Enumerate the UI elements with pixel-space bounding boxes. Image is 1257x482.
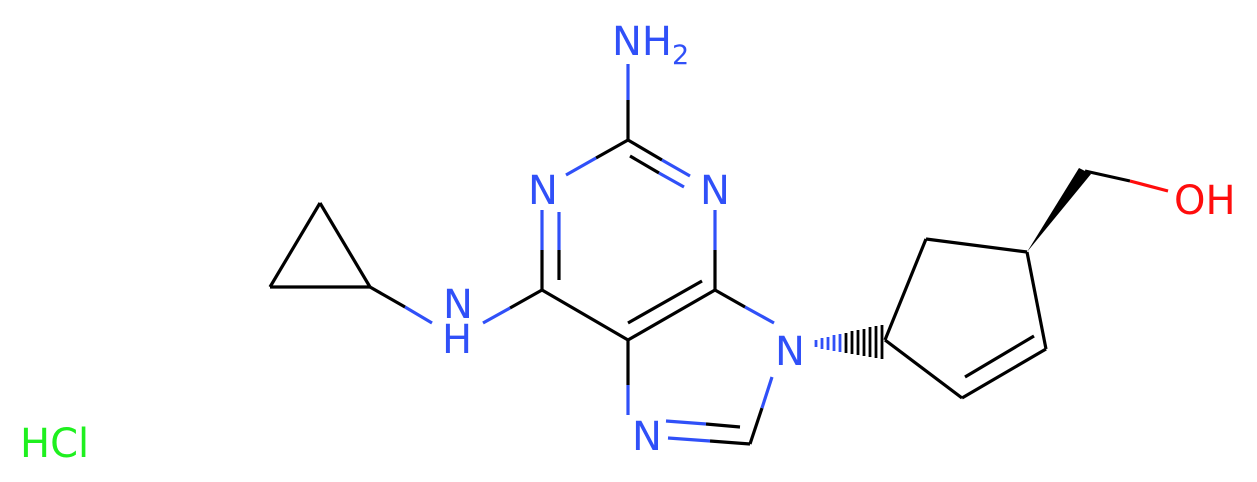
bond-n7-c8-double-c [705, 422, 741, 429]
bond-c3p-c2p-double [964, 334, 1035, 379]
bond-c2-n3-n [661, 158, 691, 178]
bond-c2-n1 [595, 138, 629, 160]
bond-ch2-o [1084, 169, 1131, 183]
bond-c2-n3-double [629, 154, 660, 175]
bond-c6-nh [509, 288, 543, 310]
bond-c2-n3 [627, 138, 663, 162]
bond-n9-c4 [744, 305, 775, 325]
bond-c6-c5 [541, 288, 629, 342]
n1-label: N [528, 168, 558, 214]
n7-label: N [632, 414, 662, 460]
amino-label: NH2 [612, 19, 689, 71]
bond-cp-2 [268, 202, 322, 288]
hcl-label: HCl [20, 421, 89, 467]
hashed-wedge-bond [814, 325, 884, 359]
bond-c2-n3-double-n [658, 171, 685, 189]
solid-wedge-bond [1027, 168, 1091, 252]
bond-c4p-c3p [1025, 251, 1048, 350]
bond-n7-c8-double [665, 419, 707, 426]
bond-c3p-c2p [961, 347, 1047, 400]
bond-c1p-c5p [883, 238, 928, 341]
bond-nh-cp [404, 305, 433, 325]
hydroxyl-label: OH [1174, 178, 1236, 224]
n9-label: N [775, 329, 805, 375]
amine-h-label: H [442, 317, 472, 363]
bond-c4-c5-double [627, 279, 703, 325]
bond-c2-n1-n [565, 156, 597, 177]
amine-n-label: N [443, 282, 473, 328]
bond-c5p-c4p [925, 237, 1028, 254]
n3-label: N [700, 168, 730, 214]
bond-nh-cp-c [369, 285, 406, 309]
bond-n9-c4-c [714, 288, 746, 309]
bond-c4-c5 [627, 288, 716, 342]
bond-c8-n9 [748, 407, 764, 445]
bond-n7-c8-c [709, 439, 751, 446]
bond-c6-nh-n [482, 306, 511, 325]
bond-cp-3 [318, 202, 372, 288]
bond-n7-c8 [667, 436, 711, 443]
bond-ch2-o-o [1129, 179, 1169, 193]
bond-c2p-c1p [884, 338, 963, 400]
bond-c8-n9-n [760, 376, 774, 409]
